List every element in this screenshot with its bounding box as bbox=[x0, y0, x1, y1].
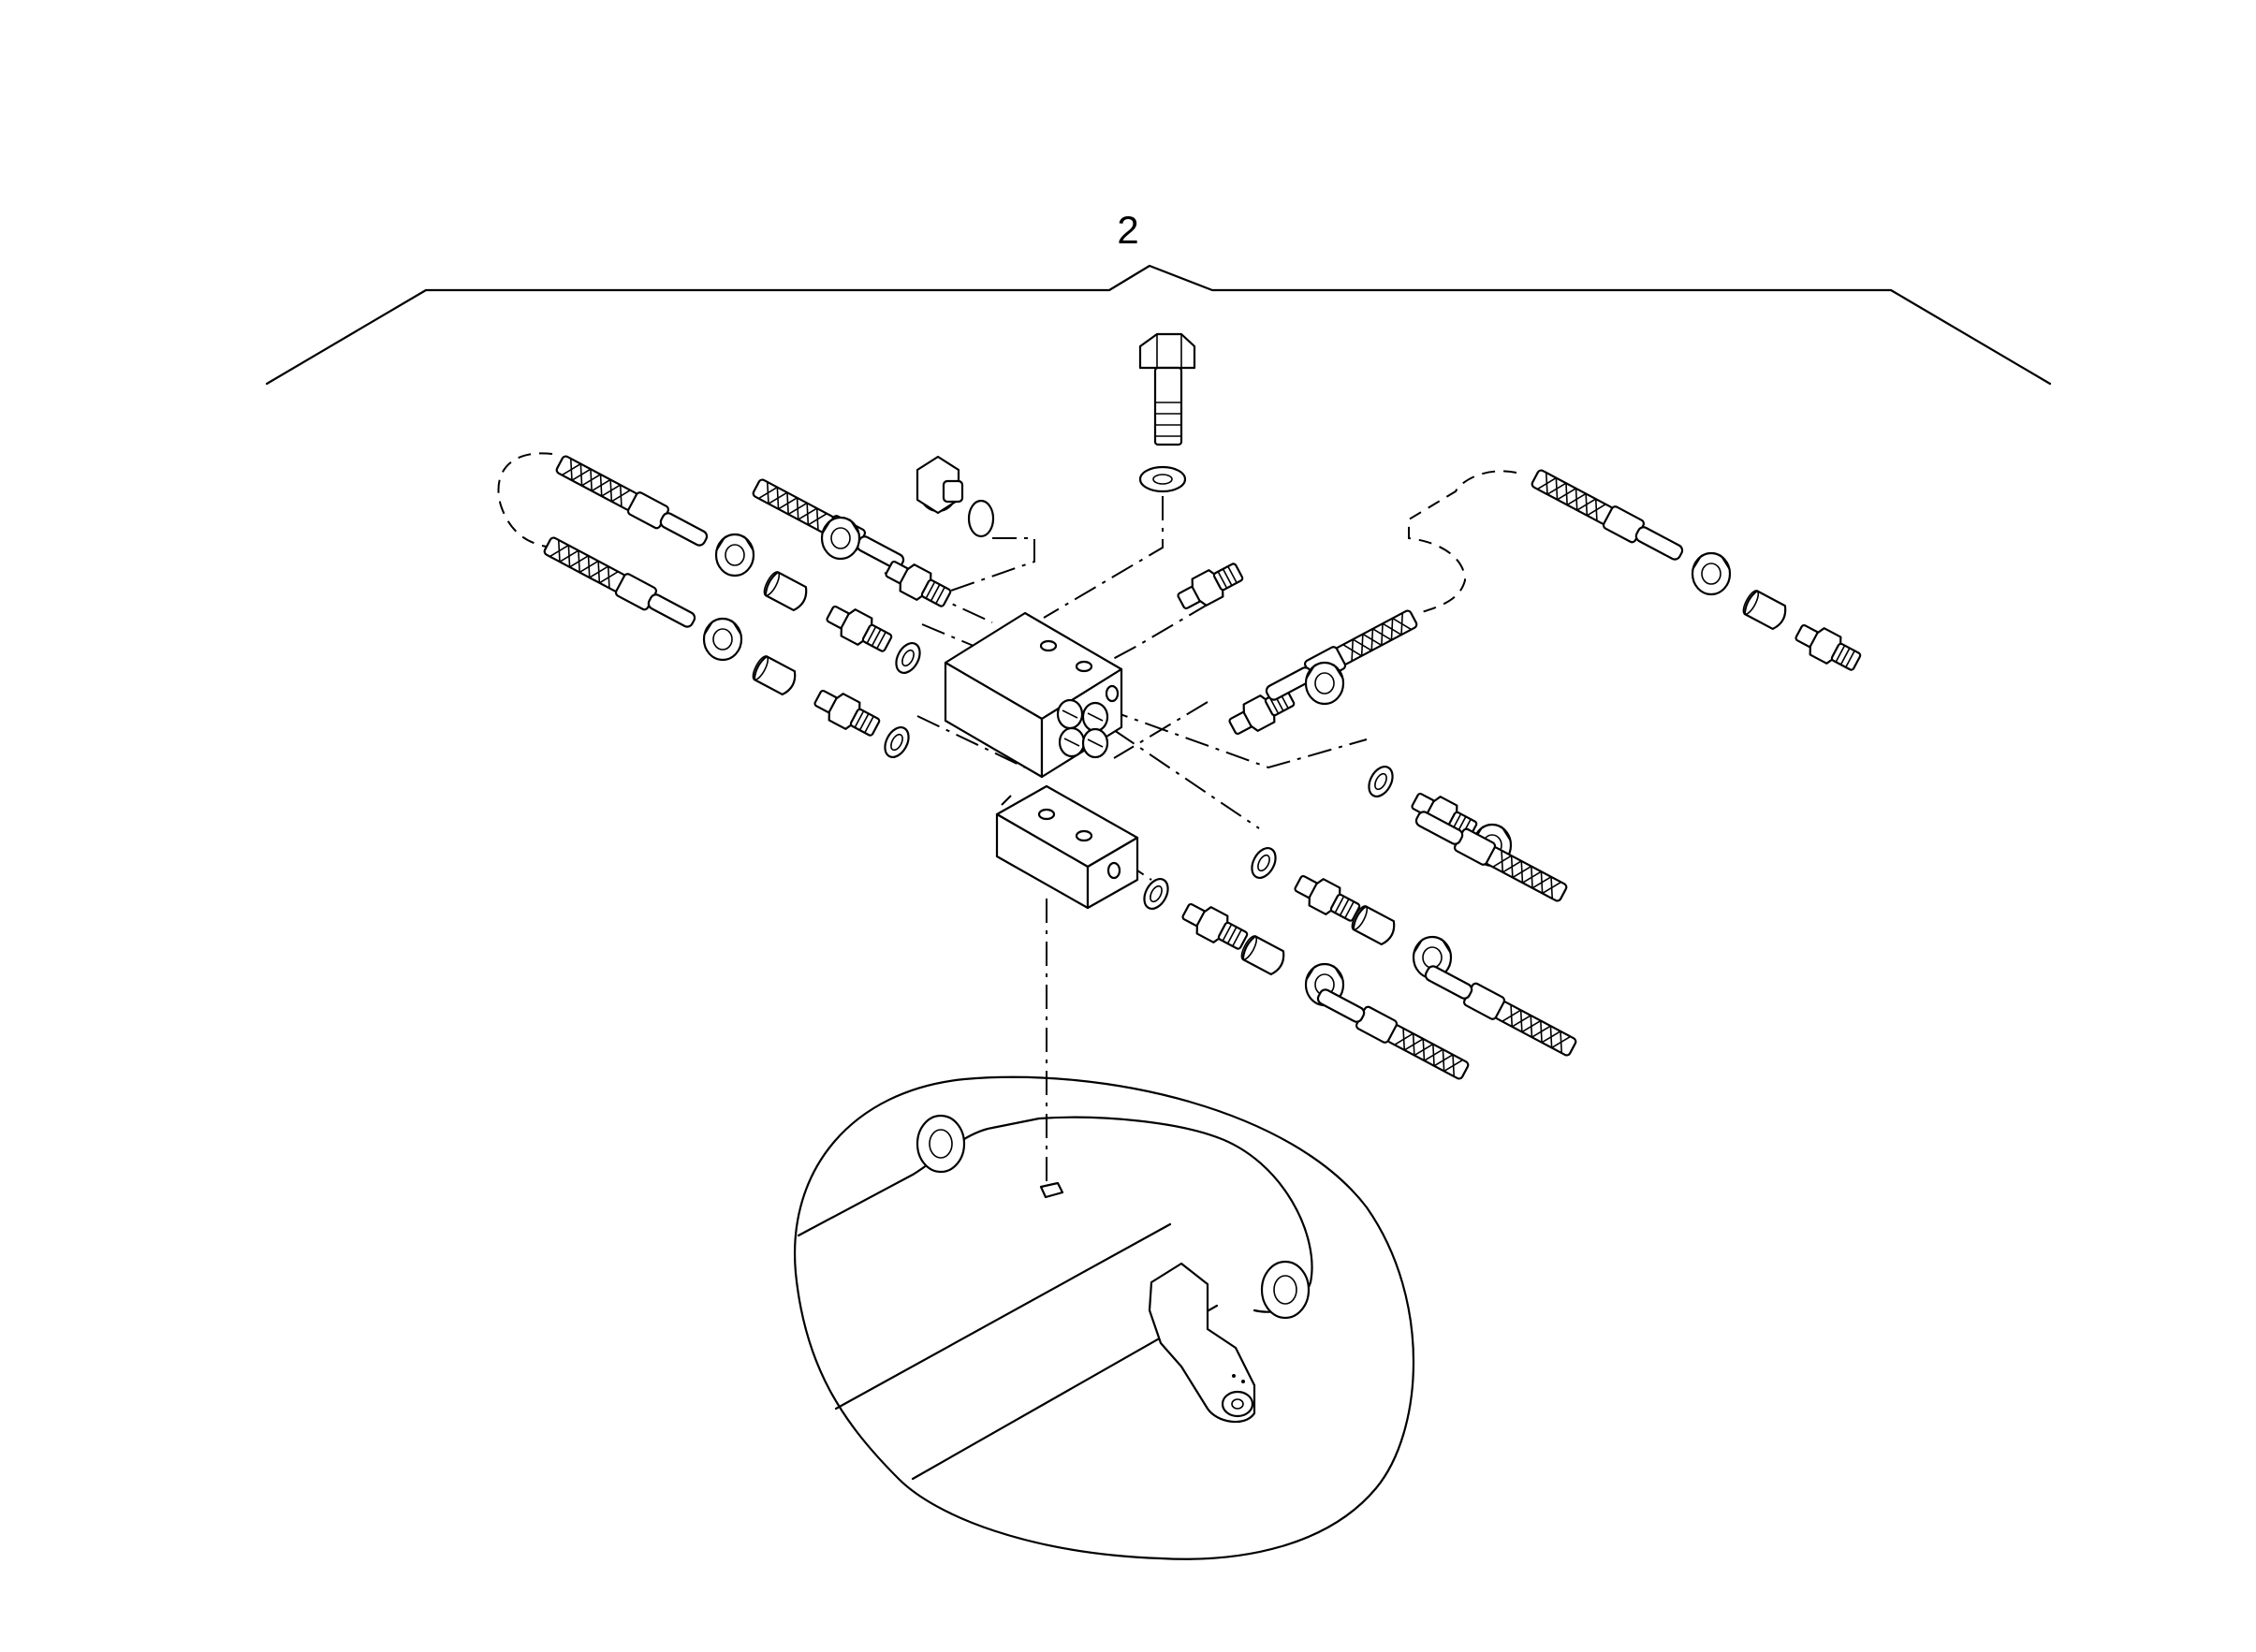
assembly-lines bbox=[885, 496, 1367, 1184]
left-hoses bbox=[540, 451, 956, 763]
washer-icon bbox=[1140, 467, 1185, 491]
right-hoses bbox=[1173, 465, 1866, 742]
detail-view bbox=[795, 1077, 1414, 1559]
bolt-icon bbox=[1140, 334, 1194, 445]
lower-block bbox=[997, 786, 1137, 908]
valve-block bbox=[945, 613, 1121, 777]
hose-routing-lines bbox=[498, 453, 1516, 613]
plug-icon bbox=[917, 457, 962, 513]
callout-number: 2 bbox=[1117, 208, 1139, 252]
o-ring-icon bbox=[969, 501, 993, 536]
lower-right-fittings bbox=[1138, 761, 1580, 1084]
